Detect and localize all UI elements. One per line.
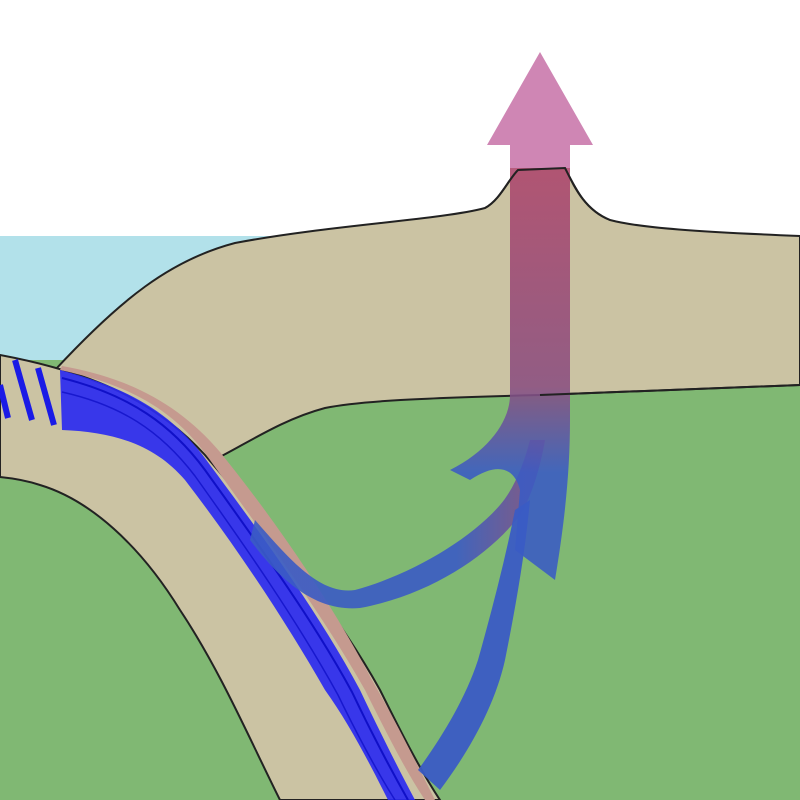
up-arrow-icon bbox=[487, 52, 593, 168]
fault-lines bbox=[0, 359, 57, 426]
moho-line bbox=[539, 384, 800, 396]
magma-branch-deep bbox=[418, 500, 530, 790]
magma-conduit bbox=[450, 150, 570, 580]
magma-branch-shallow bbox=[250, 440, 545, 609]
slab-fluid-band bbox=[60, 370, 415, 800]
volcano-summit-outline bbox=[484, 166, 611, 221]
fault-line-2 bbox=[12, 359, 35, 421]
fault-line-3 bbox=[35, 367, 57, 426]
continental-crust bbox=[53, 166, 800, 464]
slab-inner-line-2 bbox=[61, 391, 396, 800]
fault-line-1 bbox=[0, 384, 11, 419]
